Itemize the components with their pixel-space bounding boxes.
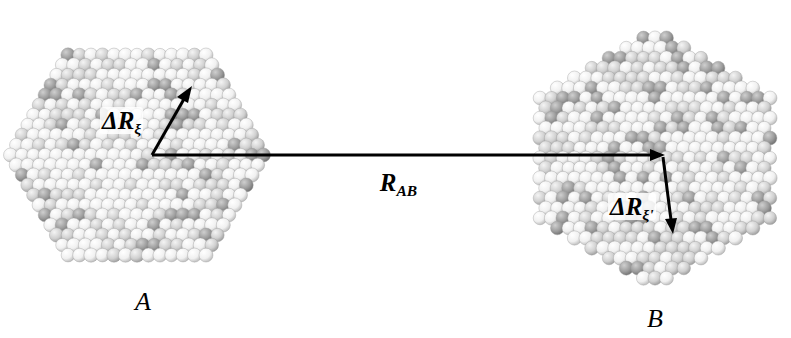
- vector-label: ΔRξ': [608, 193, 656, 220]
- cluster-label: A: [12, 287, 274, 317]
- atom-sphere: [199, 248, 213, 262]
- displacement-arrow: [152, 86, 192, 155]
- atom-sphere: [746, 221, 760, 235]
- cluster-node: A: [12, 25, 274, 317]
- cluster-node: B: [520, 22, 790, 334]
- atom-sphere: [763, 211, 776, 224]
- separation-arrow: [152, 149, 665, 161]
- nanocluster: [533, 31, 777, 285]
- cluster-label: B: [520, 304, 790, 334]
- atom-sphere: [694, 251, 708, 265]
- atom-sphere: [711, 241, 725, 255]
- atom-sphere: [677, 261, 690, 274]
- atom-sphere: [728, 231, 742, 245]
- vector-label: ΔRξ: [100, 107, 143, 134]
- displacement-arrow: [663, 157, 677, 234]
- atom-sphere: [660, 271, 674, 285]
- edge-label: RAB: [378, 169, 419, 196]
